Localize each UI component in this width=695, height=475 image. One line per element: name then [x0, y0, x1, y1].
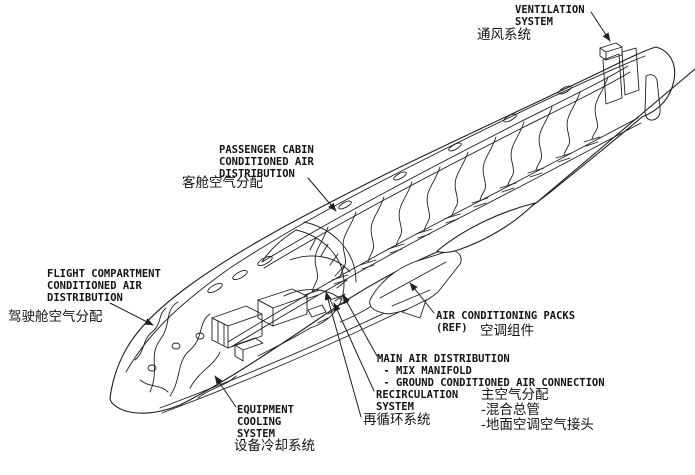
pack-fairing	[369, 249, 462, 319]
cabin-floor-line	[227, 117, 642, 348]
label-main-air-en: MAIN AIR DISTRIBUTION - MIX MANIFOLD - G…	[377, 353, 605, 389]
label-passenger-cabin-en: PASSENGER CABIN CONDITIONED AIR DISTRIBU…	[219, 144, 314, 180]
label-ac-packs-cn: 空调组件	[480, 323, 534, 339]
leader-passenger-cabin	[307, 177, 337, 212]
label-ac-packs-en: AIR CONDITIONING PACKS (REF)	[436, 310, 576, 334]
label-recirculation-en: RECIRCULATION SYSTEM	[376, 389, 459, 413]
label-passenger-cabin-cn: 客舱空气分配	[182, 175, 263, 191]
nose-duct-tangle	[134, 301, 237, 399]
equipment-racks	[211, 288, 308, 362]
leader-main-air	[342, 294, 378, 357]
leader-ac-packs	[409, 282, 435, 314]
label-main-air-cn: 主空气分配 -混合总管 -地面空调空气接头	[481, 387, 594, 433]
leader-ventilation	[590, 11, 611, 42]
leader-recirculation-2	[324, 291, 362, 418]
mix-manifold	[257, 221, 389, 357]
leader-flight-compartment	[109, 302, 154, 326]
leader-lines	[109, 11, 611, 418]
wing	[436, 68, 695, 253]
label-flight-compartment-cn: 驾驶舱空气分配	[8, 309, 103, 325]
label-recirculation-cn: 再循环系统	[363, 412, 431, 428]
label-flight-compartment-en: FLIGHT COMPARTMENT CONDITIONED AIR DISTR…	[47, 268, 161, 304]
leader-recirculation-1	[333, 302, 375, 392]
label-ventilation-en: VENTILATION SYSTEM	[515, 4, 585, 28]
leader-equipment-cooling	[214, 375, 237, 408]
label-equipment-cooling-cn: 设备冷却系统	[234, 438, 315, 454]
label-equipment-cooling-en: EQUIPMENT COOLING SYSTEM	[237, 404, 294, 440]
fuselage-outline	[109, 46, 676, 414]
label-ventilation-cn: 通风系统	[477, 27, 531, 43]
tail-section	[599, 42, 661, 121]
